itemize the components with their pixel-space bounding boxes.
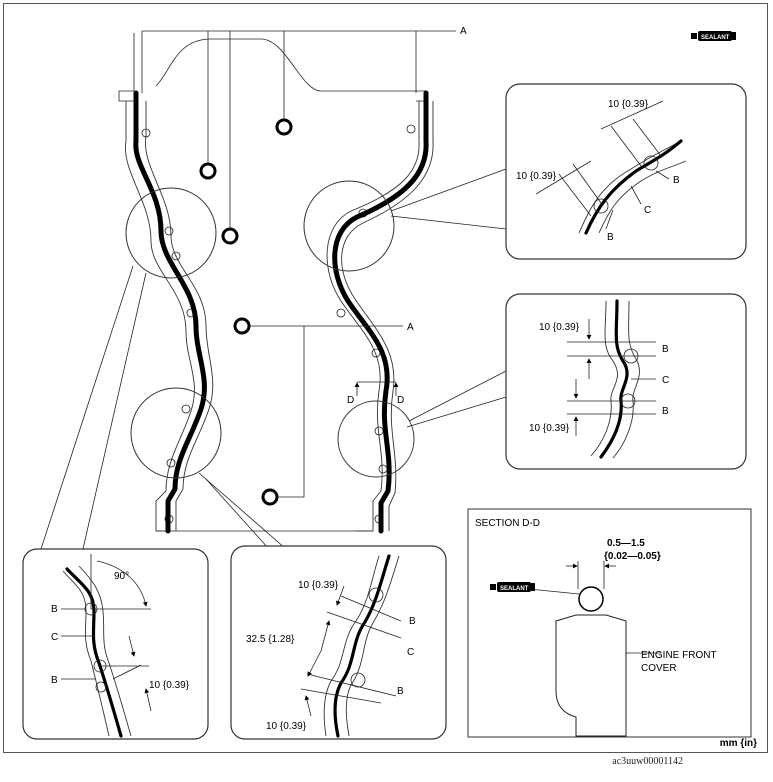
detail-panel-mid-right [505, 293, 747, 470]
label-d-right: D [397, 395, 404, 406]
section-arrows-d [354, 381, 399, 396]
dim-bm-mid: 32.5 {1.28} [246, 634, 295, 645]
label-d-left: D [347, 395, 354, 406]
section-range-mm: 0.5—1.5 [607, 538, 645, 549]
label-bm-c: C [407, 647, 414, 658]
detail-panel-top-right [505, 83, 747, 260]
section-title: SECTION D-D [475, 518, 540, 529]
label-a-top: A [460, 26, 467, 37]
sealant-tube-label-section: SEALANT [500, 586, 529, 592]
leader-lines-a [142, 30, 456, 498]
dim-bm-top: 10 {0.39} [298, 580, 339, 591]
dim-bl: 10 {0.39} [149, 680, 190, 691]
dim-tr-left: 10 {0.39} [516, 171, 557, 182]
label-angle-90: 90° [114, 571, 129, 582]
label-mr-c: C [662, 375, 669, 386]
units-label: mm {in} [719, 738, 757, 749]
section-part-line2: COVER [641, 663, 677, 674]
figure-frame: A A D D SEALANT [3, 3, 768, 753]
dim-bm-bottom: 10 {0.39} [266, 721, 307, 732]
label-a-mid: A [407, 322, 414, 333]
section-dd-panel: SEALANT [467, 508, 752, 738]
dim-tr-top: 10 {0.39} [608, 99, 649, 110]
label-mr-b1: B [662, 344, 669, 355]
label-bl-b2: B [51, 675, 58, 686]
detail-panel-bottom-left [22, 548, 209, 740]
label-bm-b2: B [397, 686, 404, 697]
label-tr-c: C [644, 205, 651, 216]
label-bm-b1: B [409, 616, 416, 627]
label-tr-b1: B [673, 175, 680, 186]
detail-panel-bottom-mid [230, 545, 447, 740]
label-tr-b2: B [607, 232, 614, 243]
dim-mr-bottom: 10 {0.39} [529, 423, 570, 434]
label-bl-c: C [51, 632, 58, 643]
section-part-line1: ENGINE FRONT [641, 650, 717, 661]
label-bl-b1: B [51, 604, 58, 615]
section-range-in: {0.02—0.05} [604, 551, 661, 562]
label-mr-b2: B [662, 406, 669, 417]
sealant-tube-label: SEALANT [701, 35, 730, 41]
sealant-tube-icon: SEALANT [691, 31, 736, 41]
bolt-bosses [199, 118, 293, 506]
sealant-application-diagram: A A D D SEALANT [22, 26, 752, 740]
detail-circles [125, 180, 415, 479]
detail-connectors [40, 168, 507, 550]
figure-code: ac3uuw00001142 [612, 756, 683, 767]
dim-mr-top: 10 {0.39} [539, 322, 580, 333]
sealant-bead-main [133, 90, 429, 534]
